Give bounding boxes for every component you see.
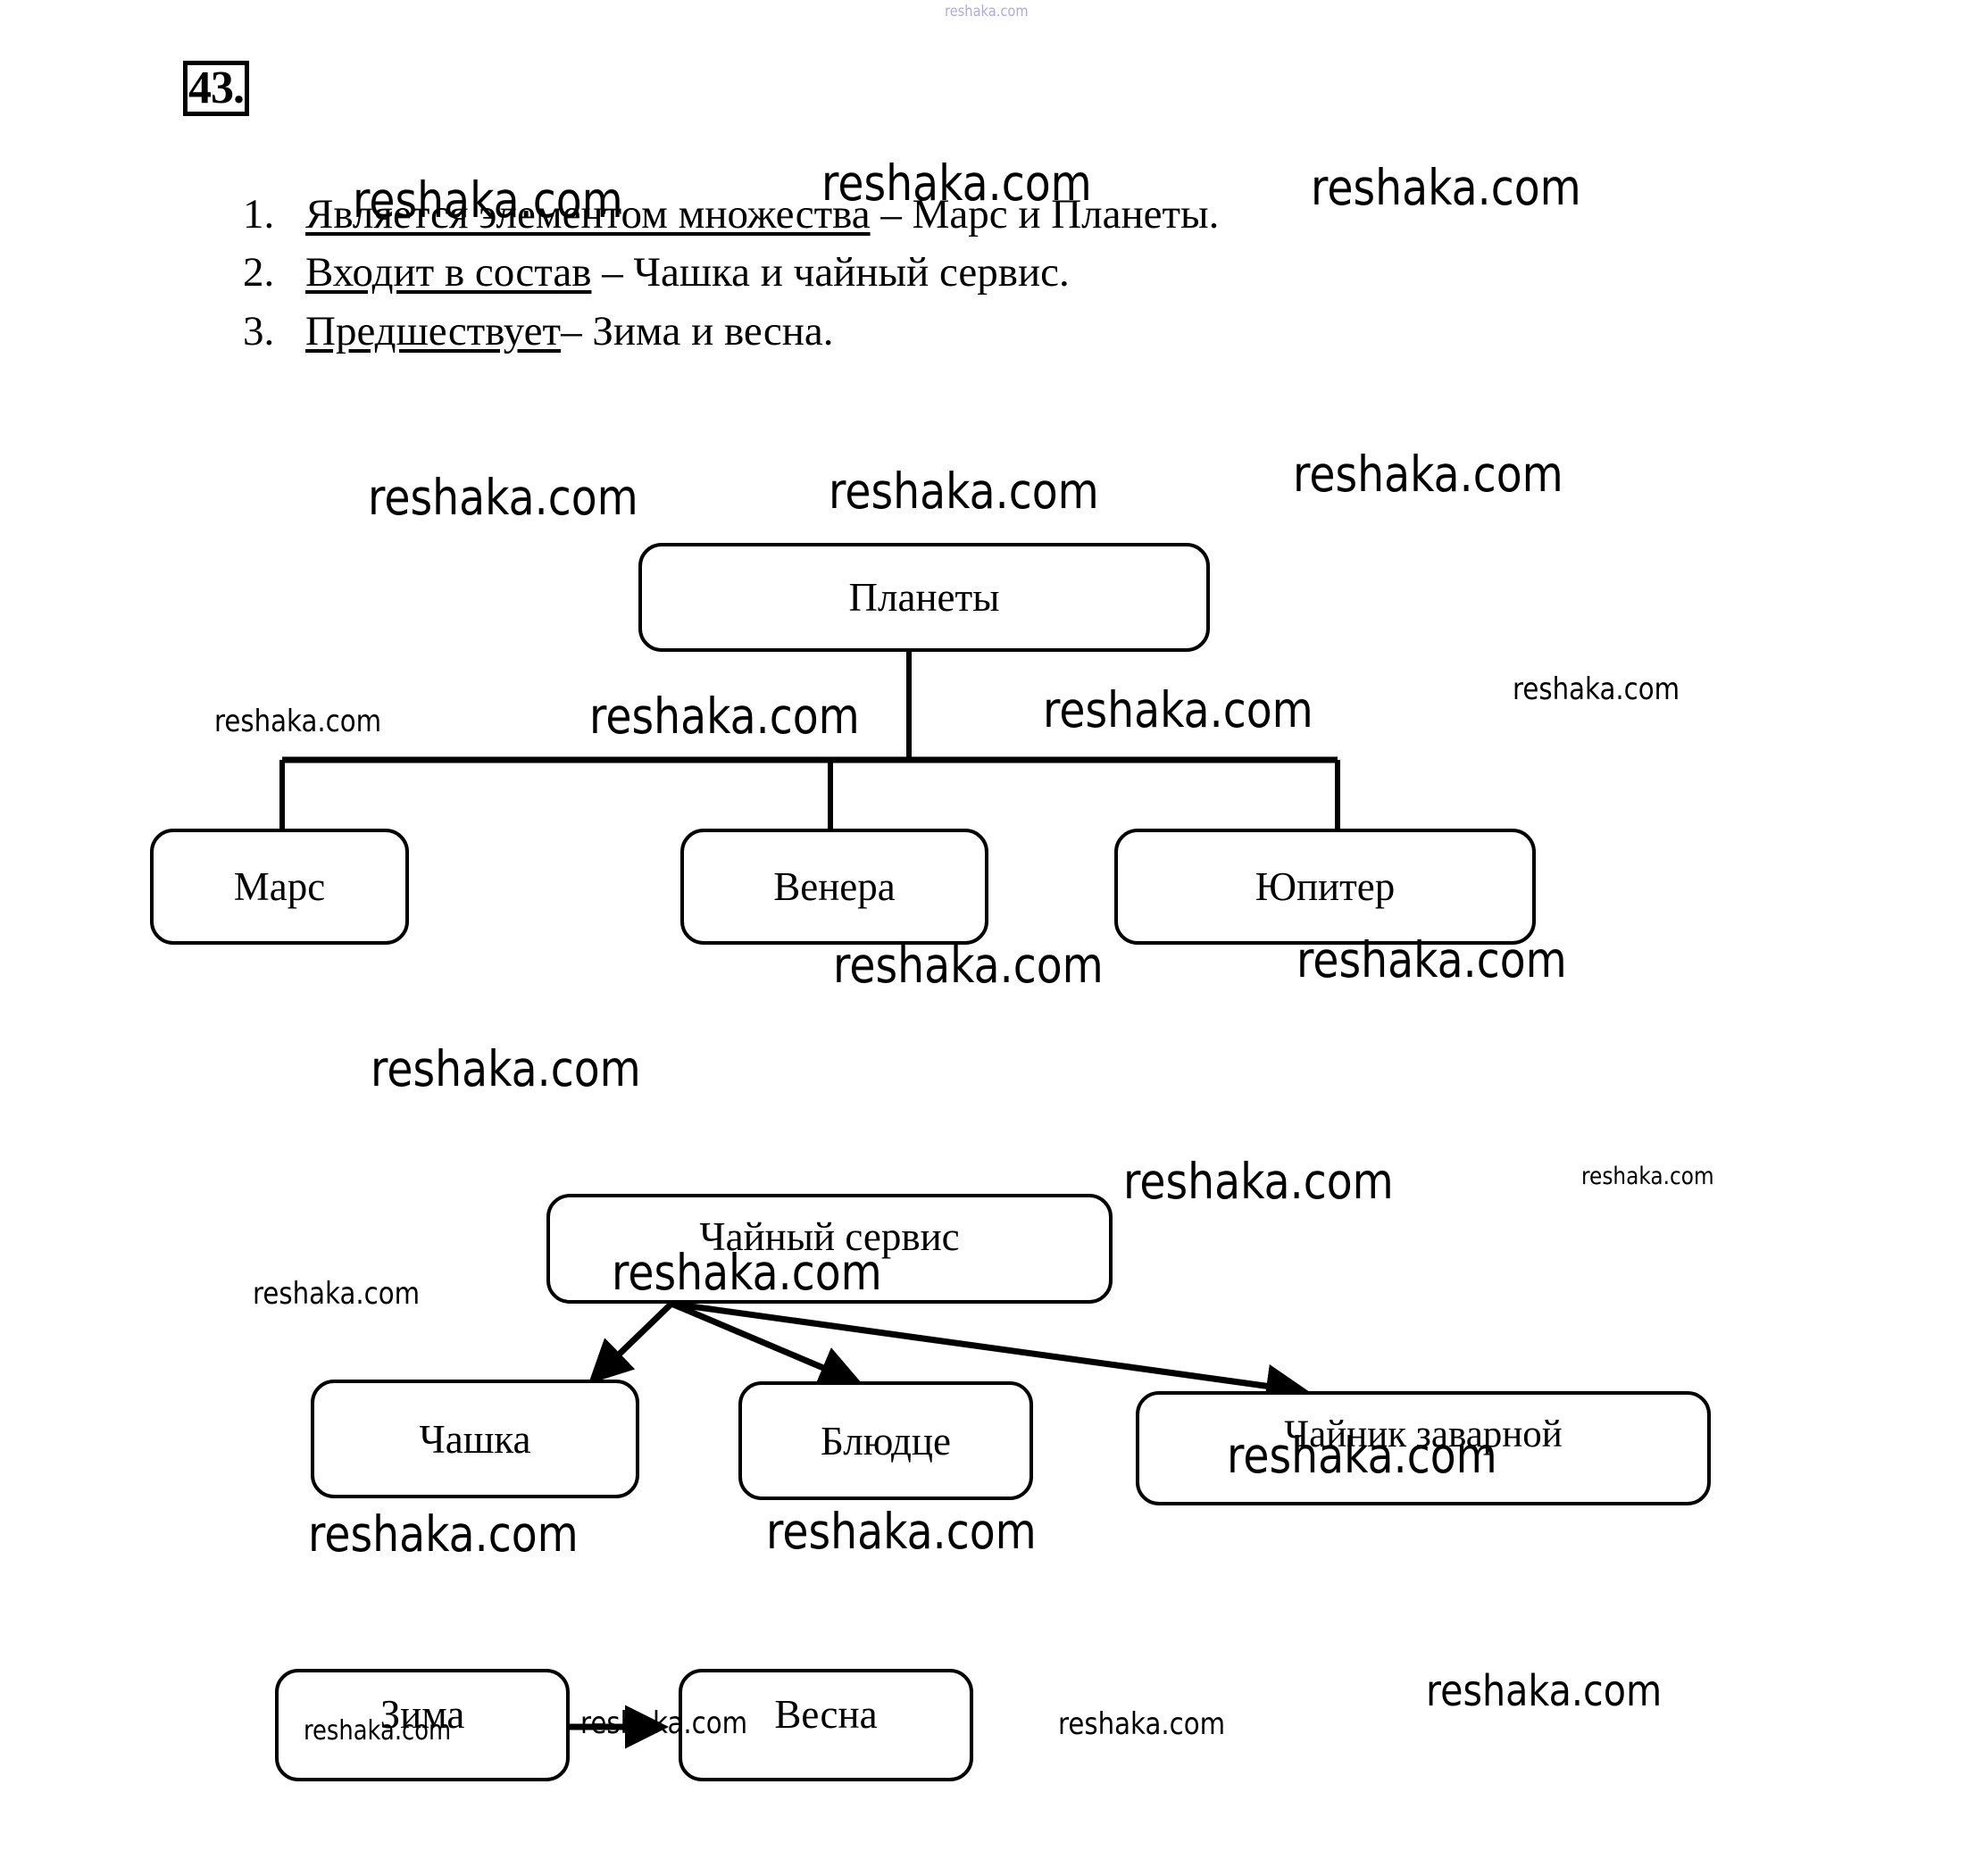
- task-number-box: 43.: [183, 61, 249, 116]
- watermark-text: reshaka.com: [766, 1503, 1037, 1560]
- watermark-text: reshaka.com: [821, 154, 1092, 212]
- watermark-text: reshaka.com: [1043, 681, 1313, 738]
- node-label: Весна: [774, 1692, 878, 1737]
- watermark-text: reshaka.com: [1581, 1163, 1714, 1190]
- watermark-text: reshaka.com: [1426, 1666, 1663, 1716]
- node-label: Юпитер: [1255, 864, 1396, 909]
- node-venera: Венера: [680, 829, 988, 945]
- watermark-text: reshaka.com: [1296, 931, 1567, 988]
- node-chaynik-zavarnoy: Чайник заварной: [1136, 1391, 1711, 1505]
- tea-service-connector-group: [588, 1300, 1310, 1408]
- node-label: Планеты: [848, 575, 1000, 620]
- node-label: Блюдце: [821, 1418, 951, 1463]
- watermark-text: reshaka.com: [1058, 1706, 1226, 1742]
- watermark-text: reshaka.com: [1311, 159, 1581, 216]
- statement-index: 1.: [243, 191, 275, 238]
- watermark-text: reshaka.com: [353, 171, 623, 229]
- node-blyudtse: Блюдце: [738, 1381, 1033, 1500]
- watermark-text: reshaka.com: [214, 704, 382, 739]
- watermark-text: reshaka.com: [368, 469, 638, 526]
- node-planety: Планеты: [638, 543, 1210, 652]
- watermark-text: reshaka.com: [1227, 1427, 1497, 1484]
- watermark-text: reshaka.com: [945, 3, 1029, 21]
- watermark-text: reshaka.com: [304, 1715, 452, 1747]
- statement-rest: – Марс и Планеты.: [870, 191, 1220, 238]
- statement-list: 1. Является элементом множества – Марс и…: [243, 192, 1582, 367]
- watermark-text: reshaka.com: [1123, 1153, 1394, 1210]
- node-label: Чайный сервис: [699, 1213, 960, 1259]
- watermark-text: reshaka.com: [371, 1040, 641, 1097]
- node-label: Чайник заварной: [1284, 1413, 1563, 1455]
- watermark-text: reshaka.com: [1513, 671, 1680, 707]
- statement-index: 2.: [243, 249, 275, 296]
- node-yupiter: Юпитер: [1114, 829, 1536, 945]
- watermark-text: reshaka.com: [829, 463, 1099, 520]
- node-label: Зима: [379, 1692, 465, 1737]
- watermark-text: reshaka.com: [253, 1276, 421, 1312]
- node-mars: Марс: [150, 829, 409, 945]
- watermark-text: reshaka.com: [589, 688, 860, 745]
- watermark-text: reshaka.com: [612, 1244, 882, 1301]
- watermark-text: reshaka.com: [580, 1705, 748, 1741]
- statement-index: 3.: [243, 307, 275, 354]
- node-zima: Зима: [275, 1669, 570, 1781]
- statement-item: 1. Является элементом множества – Марс и…: [243, 191, 1582, 238]
- node-label: Марс: [233, 864, 326, 909]
- statement-rest: – Чашка и чайный сервис.: [591, 249, 1070, 296]
- statement-rest: – Зима и весна.: [561, 307, 834, 354]
- watermark-text: reshaka.com: [308, 1505, 579, 1563]
- watermark-text: reshaka.com: [1293, 446, 1563, 503]
- statement-item: 2. Входит в состав – Чашка и чайный серв…: [243, 249, 1582, 296]
- statement-relation: Входит в состав: [305, 249, 592, 296]
- node-chashka: Чашка: [311, 1380, 639, 1498]
- node-vesna: Весна: [679, 1669, 973, 1781]
- node-label: Чашка: [419, 1416, 531, 1462]
- node-chayny-servis: Чайный сервис: [546, 1194, 1113, 1304]
- statement-relation: Является элементом множества: [305, 191, 871, 238]
- node-label: Венера: [773, 864, 896, 909]
- watermark-text: reshaka.com: [833, 937, 1104, 994]
- task-number: 43.: [188, 63, 245, 113]
- statement-item: 3. Предшествует – Зима и весна.: [243, 307, 1582, 354]
- statement-relation: Предшествует: [305, 307, 562, 354]
